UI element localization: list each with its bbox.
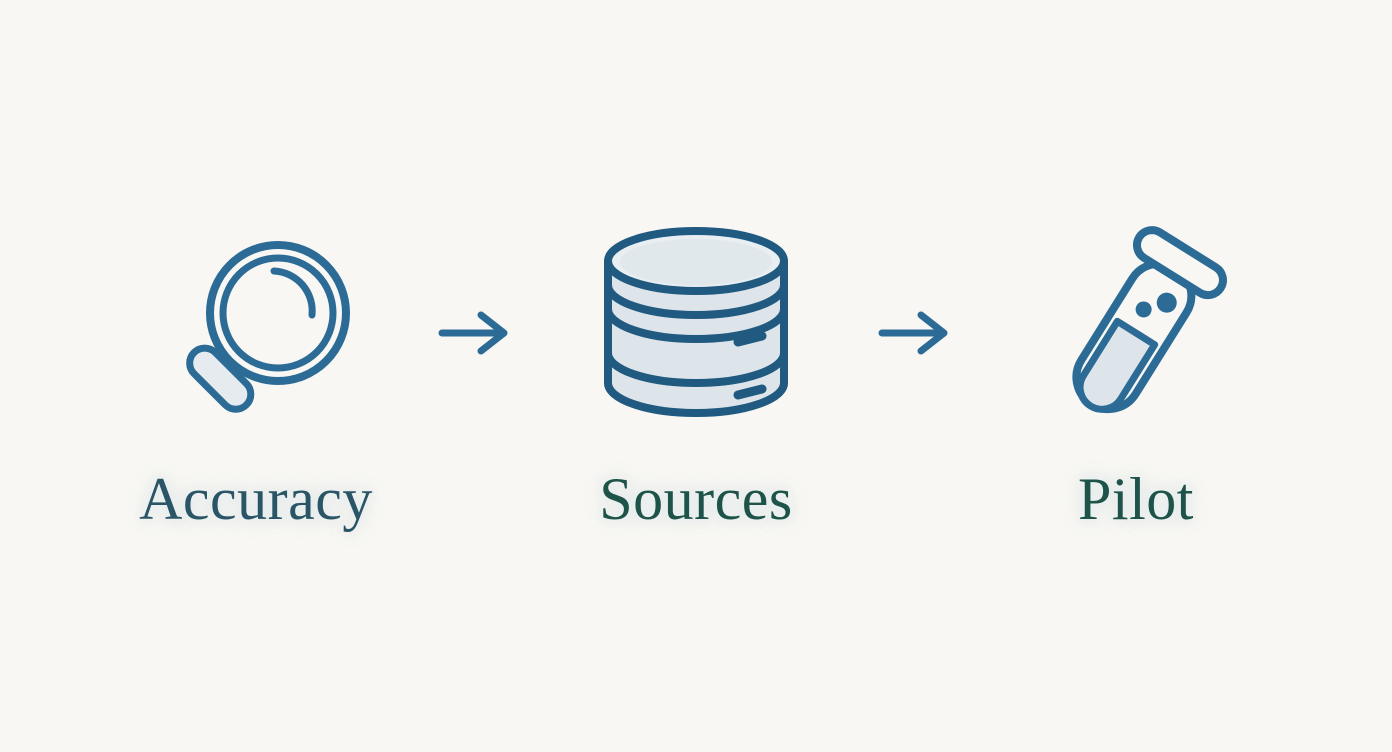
flow-step-accuracy[interactable]: Accuracy bbox=[106, 223, 406, 529]
database-cylinder-icon bbox=[586, 223, 806, 443]
step-label-accuracy: Accuracy bbox=[139, 466, 373, 532]
step-label-pilot: Pilot bbox=[1078, 466, 1194, 532]
arrow-right-icon-1 bbox=[406, 223, 546, 443]
flow-step-pilot[interactable]: Pilot bbox=[986, 223, 1286, 529]
test-tube-icon bbox=[1026, 223, 1246, 443]
magnifying-glass-icon bbox=[146, 223, 366, 443]
step-label-sources: Sources bbox=[599, 466, 793, 532]
arrow-right-icon-2 bbox=[846, 223, 986, 443]
flow-step-sources[interactable]: Sources bbox=[546, 223, 846, 529]
